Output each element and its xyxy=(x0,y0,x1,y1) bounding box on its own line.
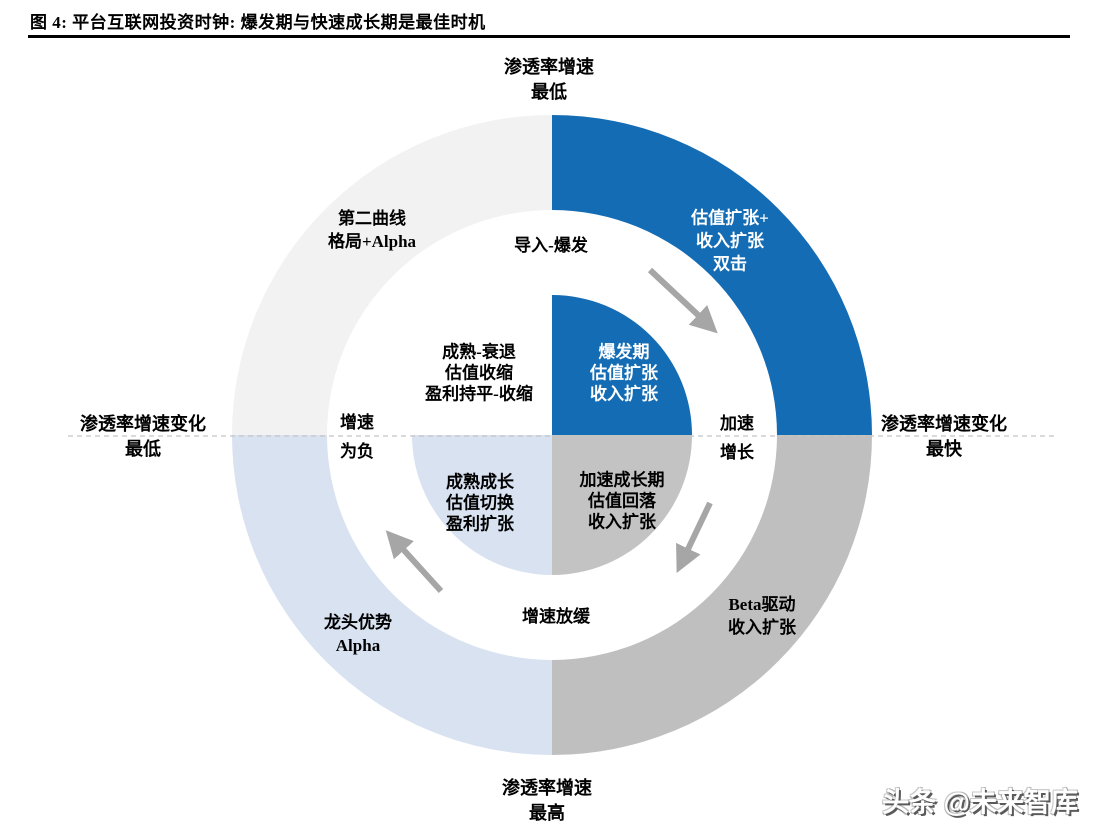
quadrant-top-left-outer-label: 第二曲线 格局+Alpha xyxy=(327,209,417,251)
clockwise-arrow-top-right xyxy=(647,267,718,334)
quadrant-top-right-outer-ring xyxy=(552,115,872,435)
clockwise-arrow-bottom-right xyxy=(676,501,713,574)
axis-label-top: 渗透率增速 最低 xyxy=(504,57,594,102)
quadrant-bottom-right-outer-ring xyxy=(552,435,872,755)
axis-label-right: 渗透率增速变化 最快 xyxy=(881,414,1007,459)
quadrant-bottom-left-inner-label: 成熟成长 估值切换 盈利扩张 xyxy=(446,472,514,534)
clockwise-arrow-bottom-left xyxy=(385,530,444,594)
quadrant-top-right-outer-label: 估值扩张+ 收入扩张 双击 xyxy=(691,208,769,274)
quadrant-top-left-inner-sector xyxy=(412,295,552,435)
quadrant-top-left-inner-label: 成熟-衰退 估值收缩 盈利持平-收缩 xyxy=(425,342,533,404)
title-rule xyxy=(28,35,1070,38)
figure-title: 图 4: 平台互联网投资时钟: 爆发期与快速成长期是最佳时机 xyxy=(30,13,486,32)
quadrant-bottom-right-outer-label: Beta驱动 收入扩张 xyxy=(728,595,796,637)
axis-label-bottom: 渗透率增速 最高 xyxy=(502,778,592,823)
phase-label-right: 加速 增长 xyxy=(720,414,754,462)
axis-label-left: 渗透率增速变化 最低 xyxy=(80,414,206,459)
quadrant-top-right-inner-label: 爆发期 估值扩张 收入扩张 xyxy=(590,342,658,404)
quadrant-bottom-right-inner-sector xyxy=(552,435,692,575)
phase-label-left: 增速 为负 xyxy=(340,413,374,461)
quadrant-bottom-left-outer-ring xyxy=(232,435,552,755)
quadrant-bottom-left-outer-label: 龙头优势 Alpha xyxy=(324,613,392,655)
quadrant-top-left-outer-ring xyxy=(232,115,552,435)
quadrant-bottom-right-inner-label: 加速成长期 估值回落 收入扩张 xyxy=(579,470,665,532)
quadrant-top-right-inner-sector xyxy=(552,295,692,435)
watermark: 头条 @未来智库 xyxy=(882,787,1078,818)
quadrant-bottom-left-inner-sector xyxy=(412,435,552,575)
phase-label-top: 导入-爆发 xyxy=(514,236,588,255)
phase-label-bottom: 增速放缓 xyxy=(522,607,590,626)
